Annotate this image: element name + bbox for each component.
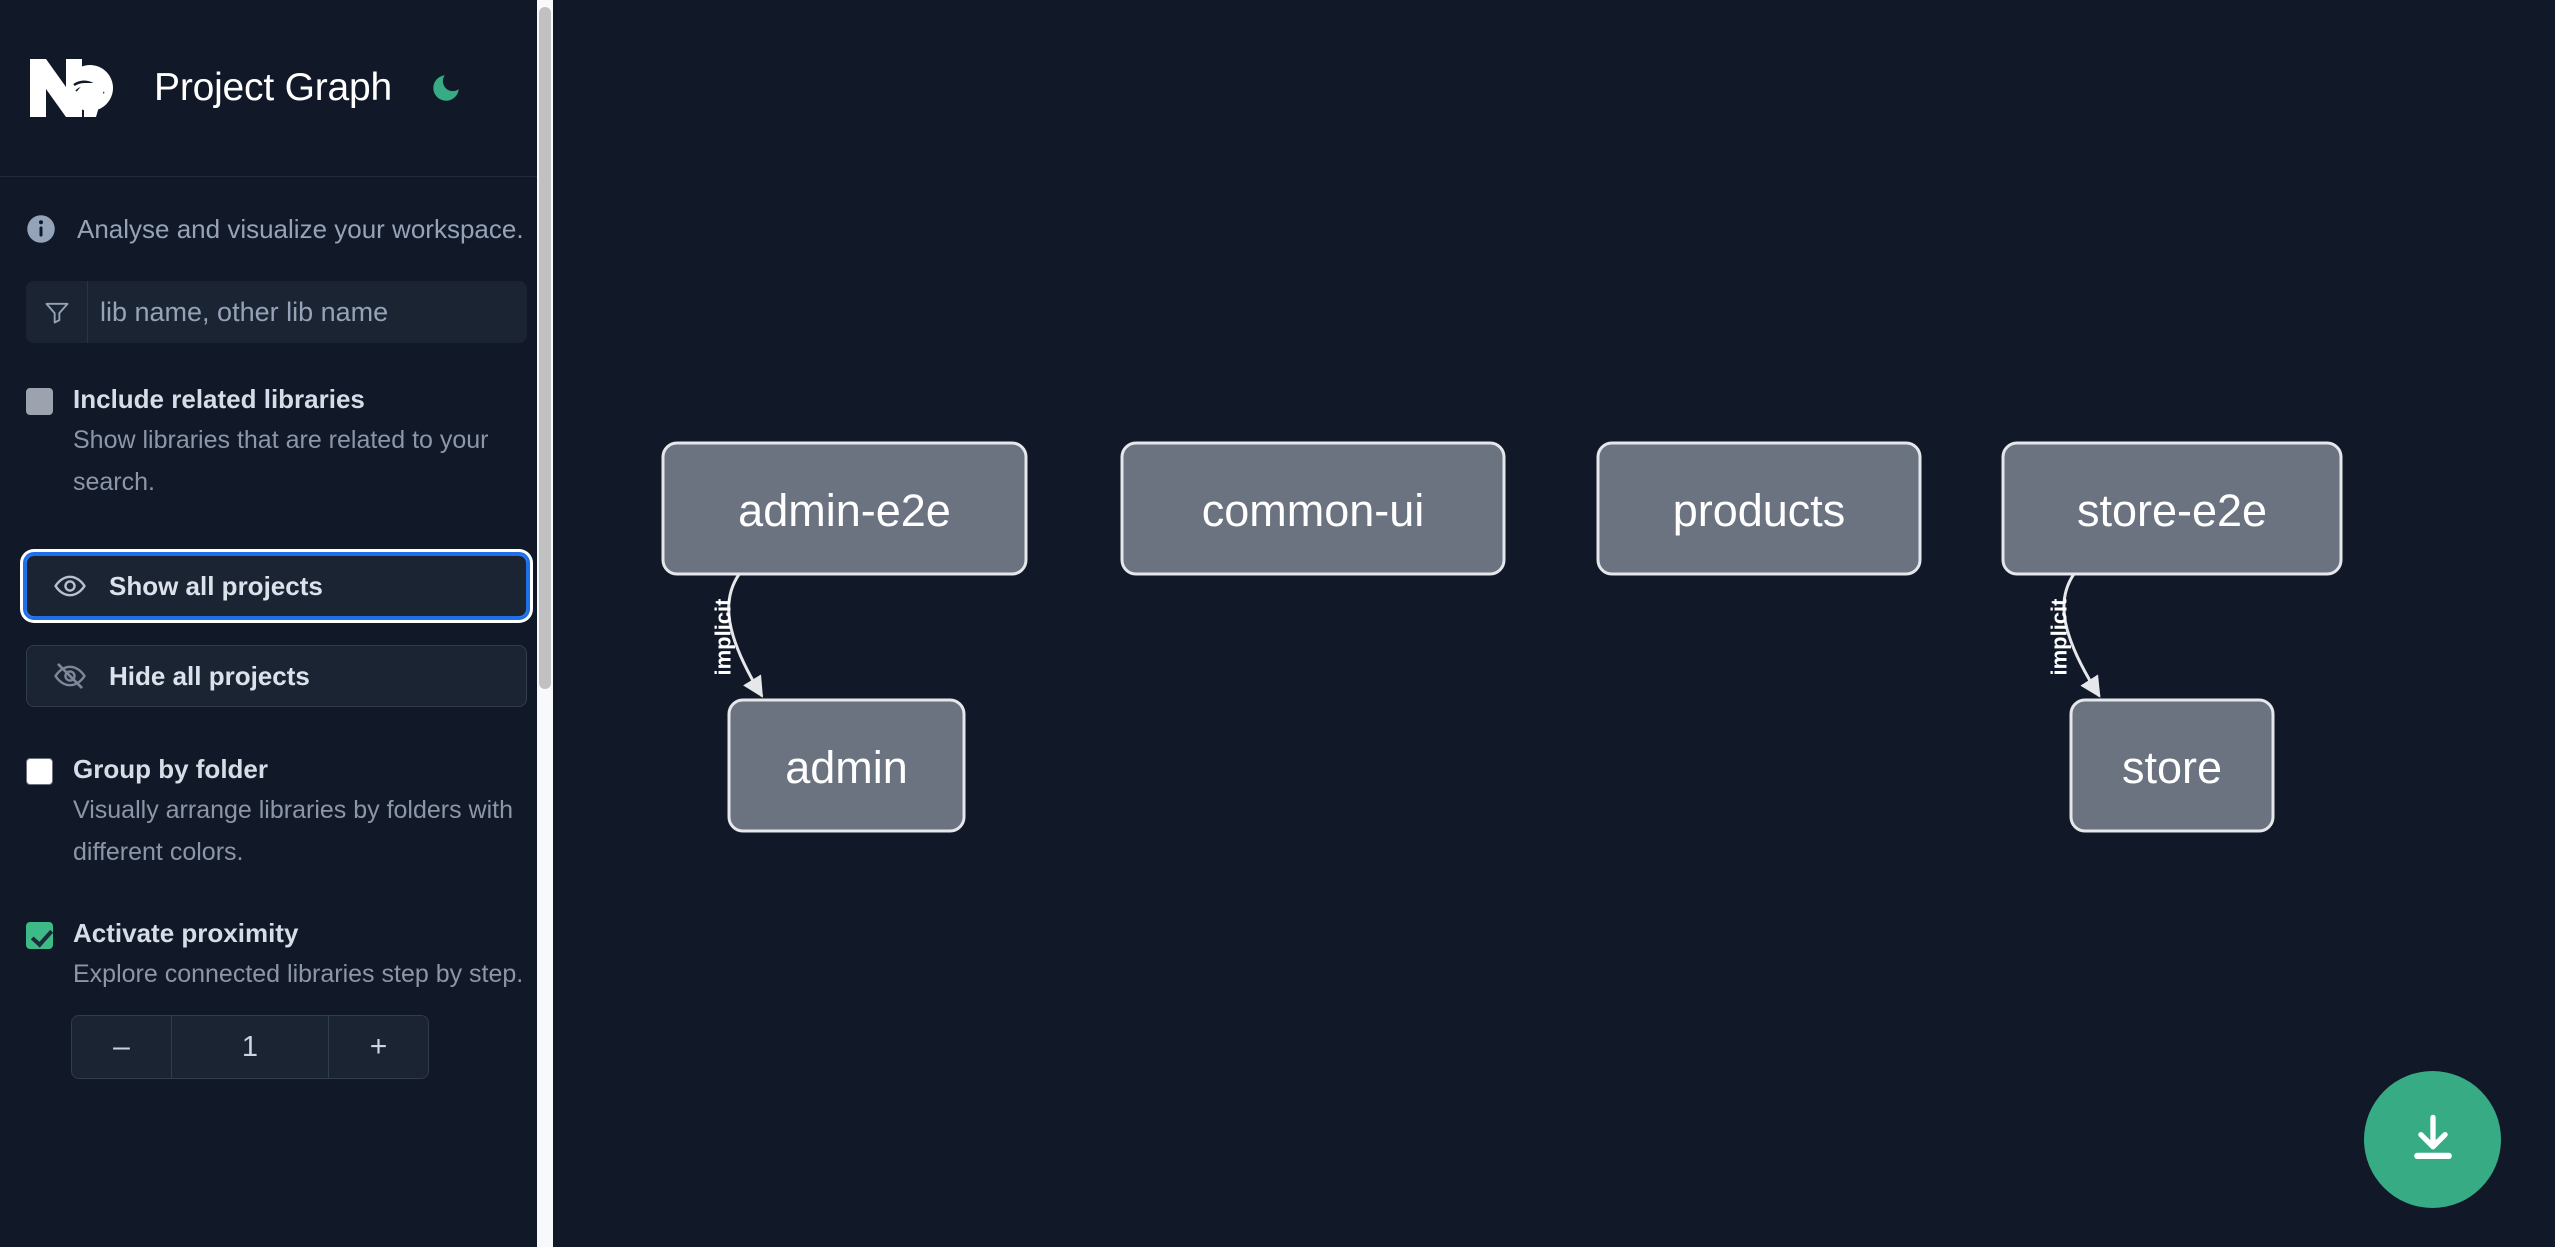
activate-proximity-label: Activate proximity (73, 918, 299, 948)
download-graph-button[interactable] (2364, 1071, 2501, 1208)
option-group-by-folder[interactable]: Group by folder Visually arrange librari… (26, 749, 527, 873)
sidebar-body: Include related libraries Show libraries… (0, 281, 553, 1079)
group-by-folder-label: Group by folder (73, 754, 268, 784)
hide-all-projects-button[interactable]: Hide all projects (26, 645, 527, 707)
filter-field[interactable] (26, 281, 527, 343)
option-activate-proximity[interactable]: Activate proximity Explore connected lib… (26, 913, 527, 995)
graph-node-label: admin-e2e (738, 485, 951, 536)
workspace-subtitle: Analyse and visualize your workspace. (0, 177, 553, 281)
download-icon (2404, 1109, 2462, 1170)
subtitle-text: Analyse and visualize your workspace. (77, 213, 524, 244)
graph-node-label: common-ui (1202, 485, 1425, 536)
group-by-folder-description: Visually arrange libraries by folders wi… (73, 796, 514, 866)
include-related-libraries-label: Include related libraries (73, 384, 365, 414)
hide-all-projects-label: Hide all projects (109, 660, 310, 691)
graph-node-admin-e2e[interactable]: admin-e2e (661, 441, 1028, 576)
graph-edge-label: implicit (2047, 598, 2072, 676)
proximity-value: 1 (241, 1030, 259, 1063)
graph-node-label: admin (785, 742, 908, 793)
eye-off-icon (53, 659, 87, 693)
activate-proximity-checkbox[interactable] (26, 922, 53, 949)
graph-node-admin[interactable]: admin (727, 698, 966, 833)
graph-node-store[interactable]: store (2069, 698, 2275, 833)
proximity-decrement-button[interactable]: – (72, 1016, 172, 1078)
graph-node-label: products (1673, 485, 1846, 536)
graph-node-store-e2e[interactable]: store-e2e (2001, 441, 2343, 576)
sidebar-header: Project Graph (0, 0, 553, 177)
graph-edges: implicit implicit (711, 573, 2101, 698)
graph-node-common-ui[interactable]: common-ui (1120, 441, 1506, 576)
eye-icon (53, 569, 87, 603)
graph-node-label: store (2122, 742, 2222, 793)
show-all-projects-button[interactable]: Show all projects (23, 552, 530, 620)
project-graph-svg: implicit implicit admin-e2e common-ui produ… (661, 441, 2343, 833)
activate-proximity-description: Explore connected libraries step by step… (73, 960, 524, 988)
sidebar-scrollbar[interactable] (537, 0, 553, 1247)
include-related-libraries-checkbox[interactable] (26, 388, 53, 415)
graph-edge-label: implicit (711, 598, 736, 676)
graph-canvas[interactable]: implicit implicit admin-e2e common-ui produ… (553, 0, 2555, 1247)
option-include-related-libraries[interactable]: Include related libraries Show libraries… (26, 379, 527, 503)
app-title: Project Graph (154, 66, 393, 109)
group-by-folder-checkbox[interactable] (26, 758, 53, 785)
graph-edge-admin-e2e-admin[interactable]: implicit (711, 573, 764, 698)
graph-nodes: admin-e2e common-ui products store-e2e admin… (661, 441, 2343, 833)
filter-icon (26, 281, 88, 343)
graph-node-products[interactable]: products (1596, 441, 1922, 576)
include-related-libraries-description: Show libraries that are related to your … (73, 426, 489, 496)
graph-node-label: store-e2e (2077, 485, 2267, 536)
info-icon (26, 214, 56, 244)
proximity-increment-button[interactable]: + (328, 1016, 428, 1078)
show-all-projects-label: Show all projects (109, 570, 323, 601)
search-input[interactable] (88, 281, 527, 343)
sidebar: Project Graph Analyse and visualize your… (0, 0, 553, 1247)
moon-icon[interactable] (426, 68, 466, 108)
nx-logo-icon (26, 55, 122, 121)
proximity-stepper[interactable]: – 1 + (71, 1015, 429, 1079)
graph-edge-store-e2e-store[interactable]: implicit (2047, 573, 2101, 698)
sidebar-scrollbar-thumb[interactable] (539, 7, 551, 689)
